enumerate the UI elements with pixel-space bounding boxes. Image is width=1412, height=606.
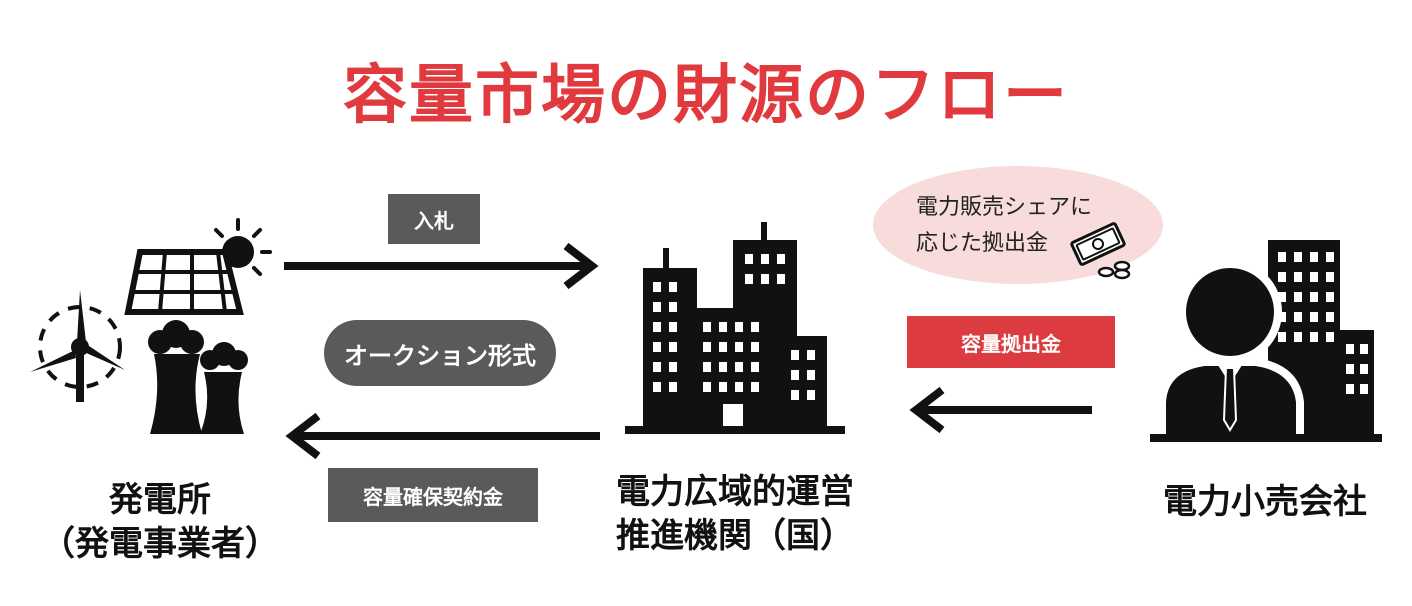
arrow-left-icon (909, 386, 1092, 434)
generator-name-line1: 発電所 (109, 480, 211, 520)
power-plant-icon (30, 218, 272, 434)
auction-pill: オークション形式 (324, 320, 556, 386)
arrow-left-icon (285, 412, 600, 460)
generator-name: 発電所 （発電事業者） (20, 478, 300, 566)
retailer-name: 電力小売会社 (1163, 482, 1367, 522)
capacity-contract-tag: 容量確保契約金 (328, 468, 538, 522)
occto-name-line2: 推進機関（国） (616, 516, 854, 556)
generator-name-line2: （発電事業者） (41, 524, 279, 564)
capacity-contribution-tag: 容量拠出金 (907, 316, 1115, 368)
contribution-note-line1: 電力販売シェアに (916, 195, 1093, 220)
occto-name: 電力広域的運営 推進機関（国） (616, 470, 936, 558)
money-coins-icon (1070, 222, 1131, 280)
arrow-right-icon (284, 242, 599, 290)
contribution-note-text: 電力販売シェアに 応じた拠出金 (916, 190, 1156, 262)
businessman-building-icon (1150, 240, 1382, 444)
contribution-note-line2: 応じた拠出金 (916, 231, 1049, 256)
occto-name-line1: 電力広域的運営 (616, 472, 854, 512)
office-buildings-icon (625, 222, 845, 434)
page-title: 容量市場の財源のフロー (343, 59, 1069, 133)
bid-tag: 入札 (388, 194, 480, 244)
